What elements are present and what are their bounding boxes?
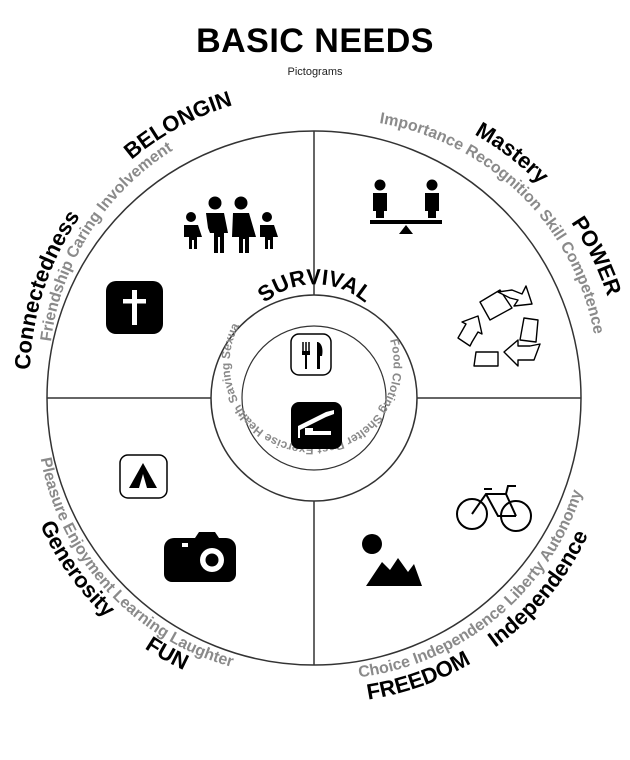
connectedness-label: Connectedness bbox=[10, 205, 84, 370]
bicycle-icon bbox=[456, 485, 532, 532]
bed-icon bbox=[291, 402, 342, 449]
mountain-sun-icon bbox=[362, 534, 422, 586]
family-icon bbox=[184, 196, 278, 253]
fork-knife-icon bbox=[290, 333, 332, 376]
camera-icon bbox=[164, 532, 236, 582]
page-subtitle: Pictograms bbox=[287, 66, 343, 78]
recycle-icon bbox=[457, 285, 541, 367]
survival-inner-circle bbox=[241, 325, 387, 471]
independence-label: Independence bbox=[483, 526, 593, 652]
tent-icon bbox=[119, 454, 168, 499]
belonging-label: BELONGING bbox=[0, 0, 235, 164]
seesaw-icon bbox=[370, 179, 442, 234]
cross-icon bbox=[106, 281, 163, 334]
page-title: BASIC NEEDS bbox=[196, 22, 434, 60]
